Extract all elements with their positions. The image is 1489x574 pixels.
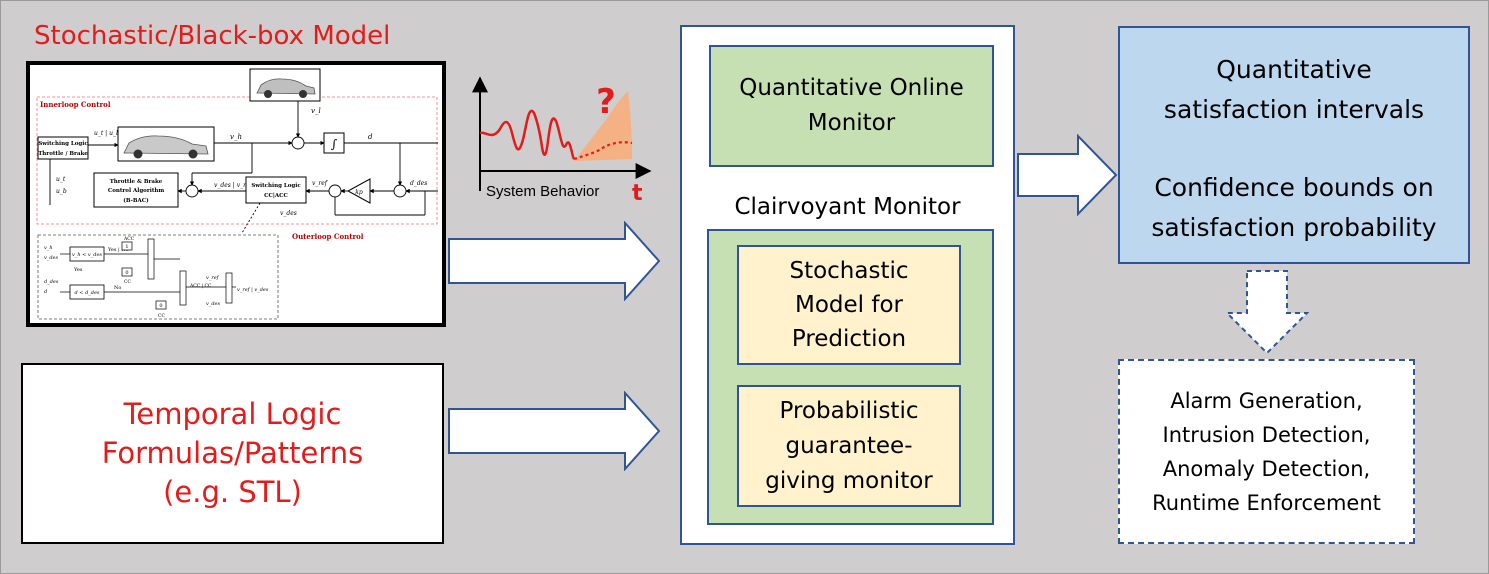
var-vdes-vref: v_des | v_ref — [214, 182, 254, 189]
logic-vh: v_h — [44, 245, 53, 251]
stochastic-line1: Stochastic — [789, 258, 909, 284]
temporal-logic-box: Temporal Logic Formulas/Patterns (e.g. S… — [21, 363, 444, 544]
predicted-trace — [573, 141, 633, 161]
throttle-brake-label: Throttle / Brake — [38, 151, 88, 157]
control-algorithm: Control Algorithm — [108, 188, 165, 194]
applications-line2: Intrusion Detection, — [1162, 422, 1371, 447]
const-one: 1 — [125, 244, 128, 250]
var-ub: u_b — [56, 188, 67, 195]
outputs-line1: Quantitative — [1216, 55, 1372, 84]
const-zero: 0 — [125, 270, 128, 276]
acc-label: ACC — [123, 236, 135, 242]
probabilistic-line2: guarantee- — [785, 432, 913, 459]
outputs-box: Quantitative satisfaction intervals Conf… — [1118, 26, 1470, 264]
stochastic-line3: Prediction — [791, 326, 907, 352]
compare-speed: v_h < v_des — [72, 252, 102, 258]
throttle-brake-ctrl: Throttle & Brake — [110, 179, 163, 185]
probabilistic-line1: Probabilistic — [779, 397, 919, 424]
outerloop-label: Outerloop Control — [292, 232, 364, 241]
outputs-line4: satisfaction probability — [1151, 213, 1437, 242]
quantitative-online-monitor: Quantitative Online Monitor — [709, 45, 994, 167]
system-behavior-label: System Behavior — [486, 183, 599, 200]
logic-vref: v_ref — [206, 275, 220, 281]
var-vl: v_l — [311, 107, 321, 115]
logic-vdes-2: v_des — [206, 301, 220, 307]
var-ut: u_t — [56, 176, 66, 183]
block-diagram-image: Innerloop Control Outerloop Control v_l … — [26, 61, 446, 327]
model-to-monitor-arrow — [448, 221, 661, 301]
acc-cc-label: ACC | CC — [189, 283, 212, 289]
logic-vdes: v_des — [44, 255, 58, 261]
bbac-label: (B-BAC) — [123, 197, 149, 204]
const-zero-2: 0 — [159, 303, 162, 309]
var-d: d — [368, 133, 373, 141]
system-behavior-plot: ? System Behavior t — [472, 76, 652, 203]
formulas-to-monitor-arrow — [448, 391, 661, 471]
uncertainty-question-mark: ? — [596, 82, 616, 122]
clairvoyant-monitor-title: Clairvoyant Monitor — [734, 194, 961, 220]
probabilistic-monitor-box: Probabilistic guarantee- giving monitor — [737, 385, 961, 507]
switching-logic-1: Switching Logic — [38, 141, 88, 147]
applications-line3: Anomaly Detection, — [1162, 456, 1371, 481]
uncertainty-region — [574, 91, 632, 161]
signal-trace — [479, 109, 576, 160]
integral-symbol: ∫ — [331, 137, 338, 151]
applications-line4: Runtime Enforcement — [1152, 490, 1381, 515]
logic-d: d — [44, 289, 47, 295]
control-block-diagram: Innerloop Control Outerloop Control v_l … — [36, 68, 438, 320]
outputs-to-applications-arrow — [1225, 270, 1309, 355]
var-vh: v_h — [230, 133, 242, 141]
var-ddes: d_des — [410, 180, 427, 187]
outputs-line3: Confidence bounds on — [1154, 173, 1434, 202]
cc-label-2: CC — [158, 313, 165, 319]
monitor-to-outputs-arrow — [1017, 134, 1118, 216]
no-label: No — [114, 285, 121, 291]
applications-line1: Alarm Generation, — [1170, 388, 1363, 413]
temporal-logic-line2: Formulas/Patterns — [101, 436, 364, 470]
vref-vdes-output: v_ref | v_des — [237, 287, 269, 293]
host-car-icon — [123, 135, 209, 159]
temporal-logic-line1: Temporal Logic — [123, 397, 342, 431]
var-vref: v_ref — [312, 180, 329, 187]
stochastic-model-box: Stochastic Model for Prediction — [737, 245, 961, 365]
online-monitor-line1: Quantitative Online — [739, 75, 964, 101]
cc-label: CC — [124, 279, 131, 285]
compare-distance: d < d_des — [75, 290, 100, 296]
time-label: t — [632, 181, 643, 203]
var-ut-ub: u_t | u_b — [94, 130, 120, 137]
stochastic-line2: Model for — [795, 292, 903, 318]
switching-logic-2: Switching Logic — [251, 183, 301, 189]
logic-ddes: d_des — [44, 279, 59, 285]
lead-car-icon — [256, 78, 316, 98]
probabilistic-line3: giving monitor — [765, 467, 933, 494]
yes-label: Yes — [73, 267, 83, 273]
model-title: Stochastic/Black-box Model — [34, 21, 391, 51]
innerloop-label: Innerloop Control — [40, 100, 111, 109]
var-vdes: v_des — [280, 210, 297, 217]
temporal-logic-line3: (e.g. STL) — [163, 475, 302, 509]
applications-box: Alarm Generation, Intrusion Detection, A… — [1118, 359, 1415, 544]
kp-gain: kp — [355, 189, 363, 196]
cc-acc-label: CC|ACC — [264, 193, 288, 199]
outputs-line2: satisfaction intervals — [1163, 95, 1425, 124]
yes-no-label: Yes | No — [107, 247, 129, 253]
online-monitor-line2: Monitor — [807, 110, 896, 136]
